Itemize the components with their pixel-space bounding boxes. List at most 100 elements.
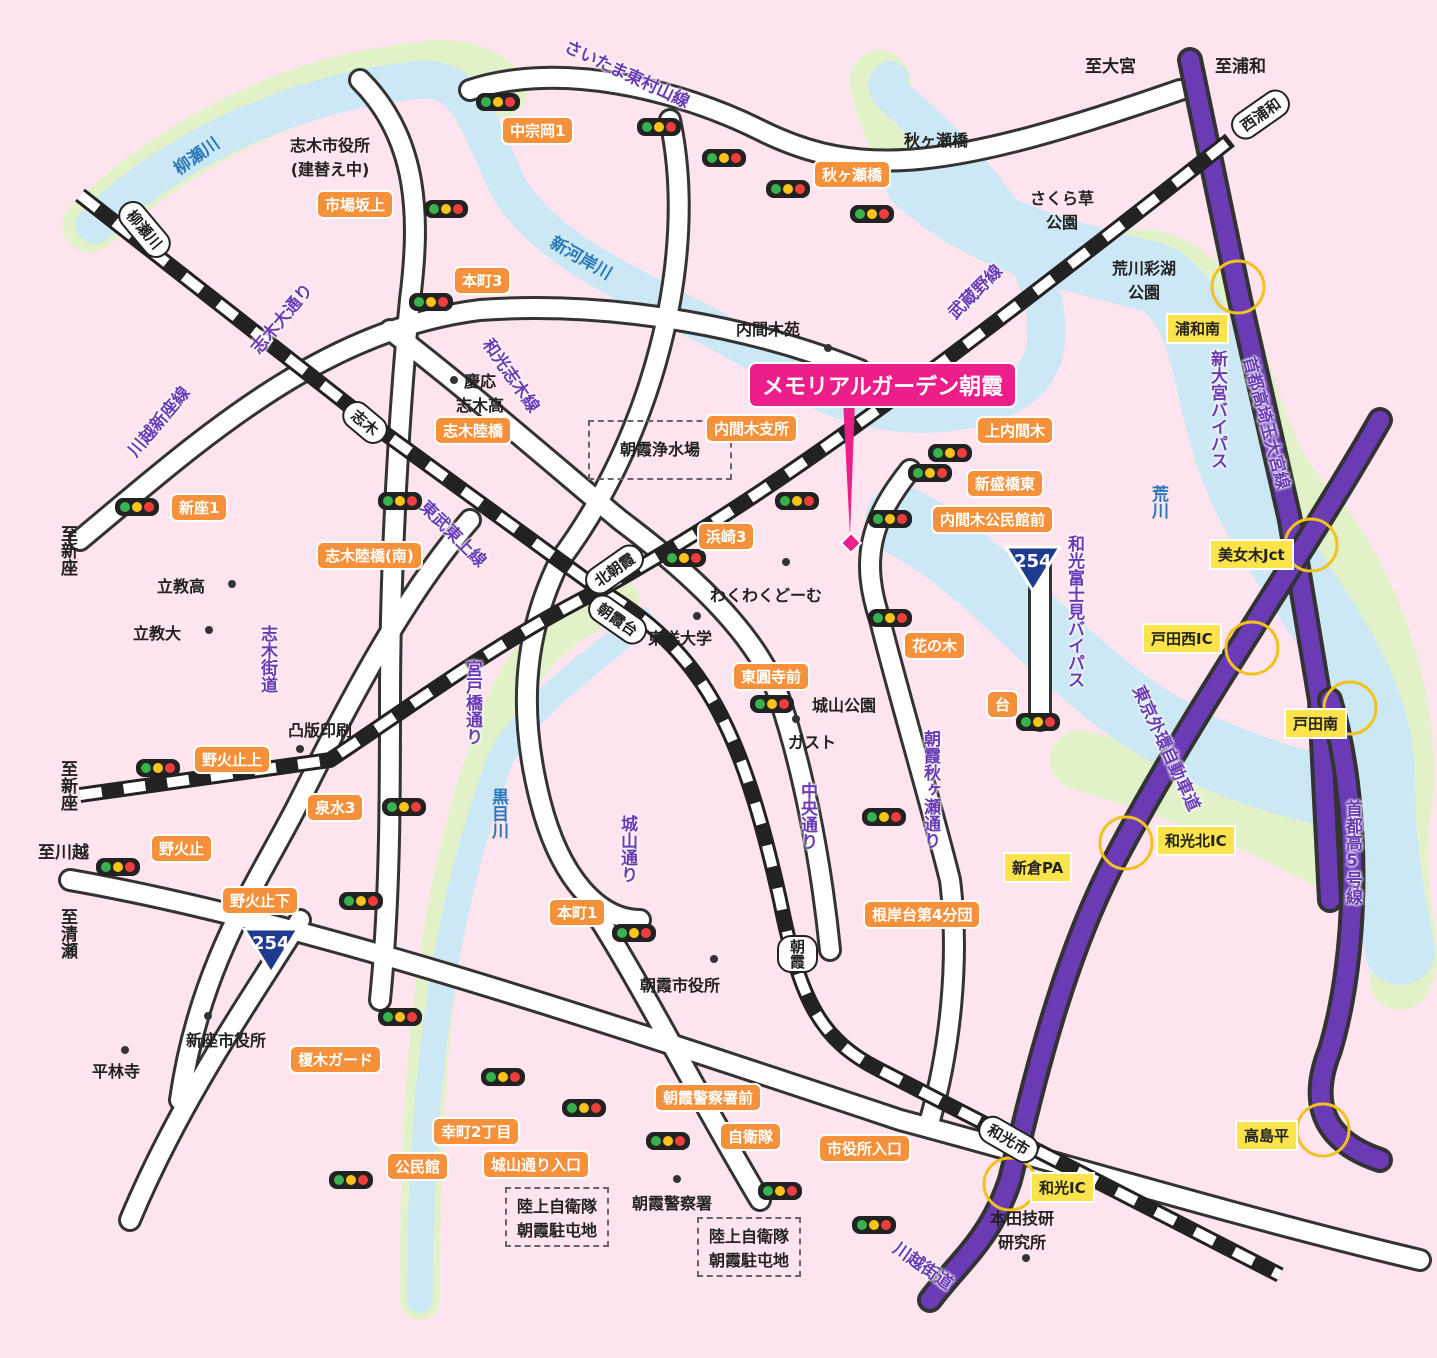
traffic-signal-icon: [382, 798, 426, 816]
traffic-signal-icon: [862, 808, 906, 826]
signal-label: 自衛隊: [719, 1122, 783, 1151]
traffic-signal-icon: [868, 510, 912, 528]
interchange-label: 浦和南: [1166, 313, 1230, 344]
route-254-number-west: 254: [252, 933, 290, 954]
railways: [75, 133, 1284, 1283]
traffic-signal-icon: [646, 1132, 690, 1150]
traffic-signal-icon: [775, 492, 819, 510]
signal-label: 上内間木: [976, 416, 1055, 445]
road-shiki-kaido: 志木街道: [257, 625, 277, 693]
interchange-label: 戸田西IC: [1142, 623, 1222, 654]
signal-label: 東圓寺前: [732, 662, 811, 691]
signal-label: 野火止: [150, 834, 214, 863]
traffic-signal-icon: [850, 205, 894, 223]
place-jsdf-1: 陸上自衛隊 朝霞駐屯地: [505, 1187, 610, 1247]
traffic-signal-icon: [136, 759, 180, 777]
traffic-signal-icon: [662, 549, 706, 567]
direction-kiyose: 至清瀬: [57, 908, 77, 959]
traffic-signal-icon: [329, 1171, 373, 1189]
traffic-signal-icon: [115, 498, 159, 516]
traffic-signal-icon: [378, 1008, 422, 1026]
place-heirinji-dot: [121, 1046, 129, 1054]
place-keio-shiki-dot: [450, 376, 458, 384]
place-heirinji: 平林寺: [92, 1062, 141, 1081]
place-gusto-dot: [792, 715, 800, 723]
destination-pin: [839, 400, 863, 555]
place-rikkyo-univ-dot: [205, 626, 213, 634]
traffic-signal-icon: [562, 1099, 606, 1117]
signal-label: 野火止下: [221, 886, 300, 915]
interchange-label: 美女木Jct: [1209, 539, 1294, 570]
signal-label: 榎木ガード: [289, 1045, 383, 1074]
river-kurome: 黒目川: [488, 788, 508, 839]
place-toppan-dot: [296, 745, 304, 753]
traffic-signal-icon: [928, 444, 972, 462]
place-joyama-park: 城山公園: [812, 696, 877, 715]
place-wakuwaku-dot: [782, 558, 790, 566]
place-uchimagi-en-dot: [824, 344, 832, 352]
place-asaka-city-hall-dot: [710, 955, 718, 963]
signal-label: 中宗岡1: [501, 116, 575, 145]
road-asaka-akigase: 朝霞秋ヶ瀬通り: [920, 730, 940, 849]
signal-label: 新座1: [170, 493, 229, 522]
road-route5: 首都高5号線: [1342, 800, 1362, 905]
place-akigasebashi-bridge: 秋ヶ瀬橋: [904, 131, 969, 150]
expressways: [917, 47, 1393, 1313]
signal-label: 内間木支所: [705, 414, 799, 443]
traffic-signal-icon: [378, 492, 422, 510]
place-asaka-josui: 朝霞浄水場: [588, 420, 732, 480]
traffic-signal-icon: [481, 1068, 525, 1086]
signal-label: 志木陸橋(南): [316, 541, 423, 570]
place-keio-shiki: 慶応 志木高: [456, 372, 505, 415]
traffic-signal-icon: [96, 858, 140, 876]
signal-label: 市場坂上: [316, 190, 395, 219]
road-shin-omiya: 新大宮バイパス: [1207, 350, 1227, 469]
signal-label: 野火止上: [193, 745, 272, 774]
signal-label: 泉水3: [306, 793, 365, 822]
place-rikkyo-univ: 立教大: [133, 624, 182, 643]
direction-kawagoe: 至川越: [38, 843, 89, 863]
interchange-label: 戸田南: [1284, 708, 1348, 739]
place-asaka-city-hall: 朝霞市役所: [640, 976, 721, 995]
place-jsdf-2: 陸上自衛隊 朝霞駐屯地: [697, 1217, 802, 1277]
interchange-label: 新倉PA: [1003, 852, 1073, 883]
traffic-signal-icon: [868, 609, 912, 627]
signal-label: 新盛橋東: [966, 469, 1045, 498]
place-niiza-city-hall: 新座市役所: [186, 1031, 267, 1050]
traffic-signal-icon: [424, 200, 468, 218]
place-rikkyo-high-dot: [228, 580, 236, 588]
place-honda-dot: [1022, 1254, 1030, 1262]
road-miyatobashi: 宮戸橋通り: [462, 660, 482, 745]
place-uchimagi-en: 内間木苑: [736, 320, 801, 339]
road-joyama: 城山通り: [617, 815, 637, 883]
signal-label: 朝霞警察署前: [654, 1083, 763, 1112]
place-gusto: ガスト: [788, 733, 837, 752]
traffic-signal-icon: [339, 892, 383, 910]
destination-label[interactable]: メモリアルガーデン朝霞: [748, 362, 1018, 408]
signal-label: 城山通り入口: [482, 1150, 591, 1179]
signal-label: 浜崎3: [697, 522, 756, 551]
station-asaka[interactable]: 朝霞: [777, 935, 818, 973]
traffic-signal-icon: [612, 924, 656, 942]
signal-label: 幸町2丁目: [432, 1117, 521, 1146]
direction-niiza-2: 至新座: [57, 760, 77, 811]
place-arakawa-park: 荒川彩湖 公園: [1112, 259, 1177, 302]
direction-urawa: 至浦和: [1215, 57, 1266, 77]
place-niiza-city-hall-dot: [204, 1012, 212, 1020]
place-rikkyo-high: 立教高: [157, 577, 206, 596]
traffic-signal-icon: [908, 464, 952, 482]
traffic-signal-icon: [750, 695, 794, 713]
interchange-label: 和光IC: [1030, 1172, 1095, 1203]
route-254-shield-west: 254: [241, 927, 304, 976]
signal-label: 根岸台第4分団: [863, 900, 982, 929]
place-wakuwaku: わくわくどーむ: [710, 586, 823, 605]
traffic-signal-icon: [637, 118, 681, 136]
interchange-label: 和光北IC: [1156, 825, 1236, 856]
place-toppan: 凸版印刷: [288, 721, 353, 740]
traffic-signal-icon: [476, 93, 520, 111]
traffic-signal-icon: [852, 1216, 896, 1234]
signal-label: 公民館: [386, 1152, 450, 1181]
route-254-number-east: 254: [1014, 551, 1052, 572]
